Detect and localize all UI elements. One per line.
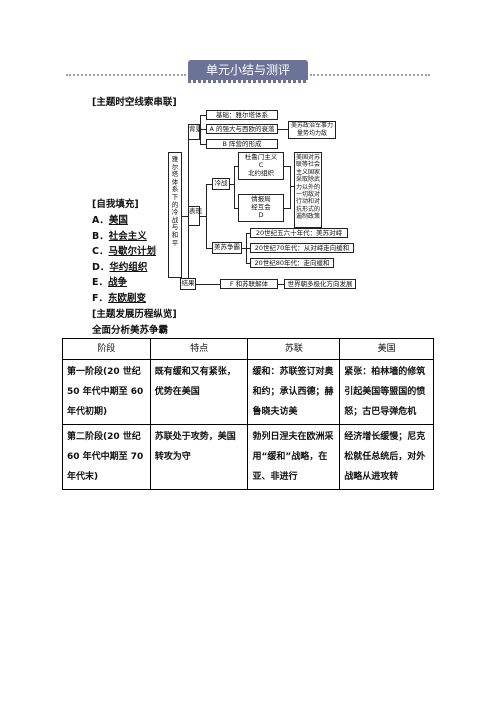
answer-item: B．社会主义 bbox=[92, 230, 147, 242]
answer-item: D．华约组织 bbox=[92, 261, 148, 273]
containment-policy-box: 美国对苏联等社会主义国家采取除武力以外的一切敌对行动和对抗形式的遏制政策 bbox=[294, 152, 322, 228]
answer-text: 华约组织 bbox=[109, 261, 148, 273]
cold-war-box: 冷战 bbox=[212, 178, 230, 190]
process-section-title: [主题发展历程纵览] bbox=[92, 309, 177, 320]
eastern-bloc-line-2: 经互会 bbox=[251, 203, 271, 211]
analysis-title: 全面分析美苏争霸 bbox=[92, 325, 169, 336]
table-header-cell: 苏联 bbox=[247, 338, 341, 360]
answer-list: A．美国 B．社会主义 C．马歇尔计划 D．华约组织 E．战争 F．东欧剧变 bbox=[92, 212, 156, 306]
surface-box: 表现 bbox=[188, 206, 202, 226]
diagram-root-box: 雅尔塔体系下的冷战与和平 bbox=[168, 152, 182, 278]
answer-text: 马歇尔计划 bbox=[108, 246, 156, 258]
answer-item: A．美国 bbox=[92, 215, 128, 226]
table-header-cell: 特点 bbox=[149, 338, 249, 360]
eastern-bloc-box: 情报局 经互会 D bbox=[238, 194, 284, 222]
table-row: 第一阶段(20 世纪50 年代中期至 60 年代初期) 既有缓和又有紧张，优势在… bbox=[62, 359, 434, 425]
answer-text: 美国 bbox=[108, 215, 128, 226]
answer-item: E．战争 bbox=[92, 277, 128, 289]
era-70s-box: 20世纪70年代：从对峙走向缓和 bbox=[250, 243, 354, 253]
table-cell: 经济增长缓慢；尼克松就任总统后，对外战略从进攻转 bbox=[339, 424, 434, 490]
world-trend-box: 世界朝多极化方向发展 bbox=[284, 279, 356, 289]
table-header-cell: 美国 bbox=[339, 338, 434, 360]
answer-text: 战争 bbox=[108, 277, 128, 289]
unit-title: 单元小结与测评 bbox=[188, 60, 308, 83]
a-line-box: A 的强大与西欧的衰落 bbox=[206, 124, 278, 134]
eastern-bloc-line-3: D bbox=[258, 211, 264, 219]
fill-section-title: [自我填充] bbox=[92, 199, 139, 210]
table-cell: 缓和：苏联签订对奥和约；承认西德；赫鲁晓夫访美 bbox=[247, 359, 341, 425]
table-cell: 苏联处于攻势，美国转攻为守 bbox=[149, 424, 249, 490]
table-header-cell: 阶段 bbox=[62, 338, 151, 360]
era-50s-60s-box: 20世纪五六十年代：美苏对峙 bbox=[250, 228, 348, 238]
header-dotted-rule-left bbox=[66, 74, 186, 76]
power-balance-box: 美苏政治军事力量势均力敌 bbox=[288, 121, 336, 139]
table-cell: 勃列日涅夫在欧洲采用“缓和”战略，在亚、非进行 bbox=[247, 424, 341, 490]
basis-box: 基础：雅尔塔体系 bbox=[206, 110, 278, 120]
table-row: 第二阶段(20 世纪60 年代中期至 70 年代末) 苏联处于攻势，美国转攻为守… bbox=[62, 424, 434, 490]
answer-text: 东欧剧变 bbox=[108, 292, 147, 304]
table-cell: 既有缓和又有紧张，优势在美国 bbox=[149, 359, 249, 425]
answer-text: 社会主义 bbox=[108, 230, 147, 242]
western-bloc-line-1: 杜鲁门主义 bbox=[244, 153, 278, 161]
table-cell: 第二阶段(20 世纪60 年代中期至 70 年代末) bbox=[62, 424, 151, 490]
unit-header: 单元小结与测评 bbox=[66, 58, 430, 83]
table-cell: 第一阶段(20 世纪50 年代中期至 60 年代初期) bbox=[62, 359, 151, 425]
table-cell: 紧张：柏林墙的修筑引起美国等盟国的愤怒；古巴导弹危机 bbox=[339, 359, 434, 425]
f-line-box: F 和苏联解体 bbox=[220, 279, 278, 289]
answer-item: F．东欧剧变 bbox=[92, 292, 147, 304]
rivalry-table: 阶段 特点 苏联 美国 第一阶段(20 世纪50 年代中期至 60 年代初期) … bbox=[62, 338, 434, 490]
western-bloc-line-2: C bbox=[258, 161, 264, 169]
table-header-row: 阶段 特点 苏联 美国 bbox=[62, 338, 434, 360]
timeline-diagram: 雅尔塔体系下的冷战与和平 背景 基础：雅尔塔体系 A 的强大与西欧的衰落 B 阵… bbox=[160, 108, 460, 308]
era-80s-box: 20世纪80年代：走向缓和 bbox=[250, 258, 334, 268]
eastern-bloc-line-1: 情报局 bbox=[251, 195, 271, 203]
timeline-section-title: [主题时空线索串联] bbox=[92, 97, 177, 108]
background-box: 背景 bbox=[188, 124, 202, 140]
western-bloc-box: 杜鲁门主义 C 北约组织 bbox=[238, 152, 284, 180]
header-dotted-rule-right bbox=[310, 74, 430, 76]
b-line-box: B 阵营的形成 bbox=[206, 139, 278, 149]
rivalry-box: 美苏争霸 bbox=[212, 242, 242, 254]
result-box: 结果 bbox=[180, 278, 196, 290]
answer-item: C．马歇尔计划 bbox=[92, 246, 156, 258]
western-bloc-line-3: 北约组织 bbox=[248, 169, 274, 177]
